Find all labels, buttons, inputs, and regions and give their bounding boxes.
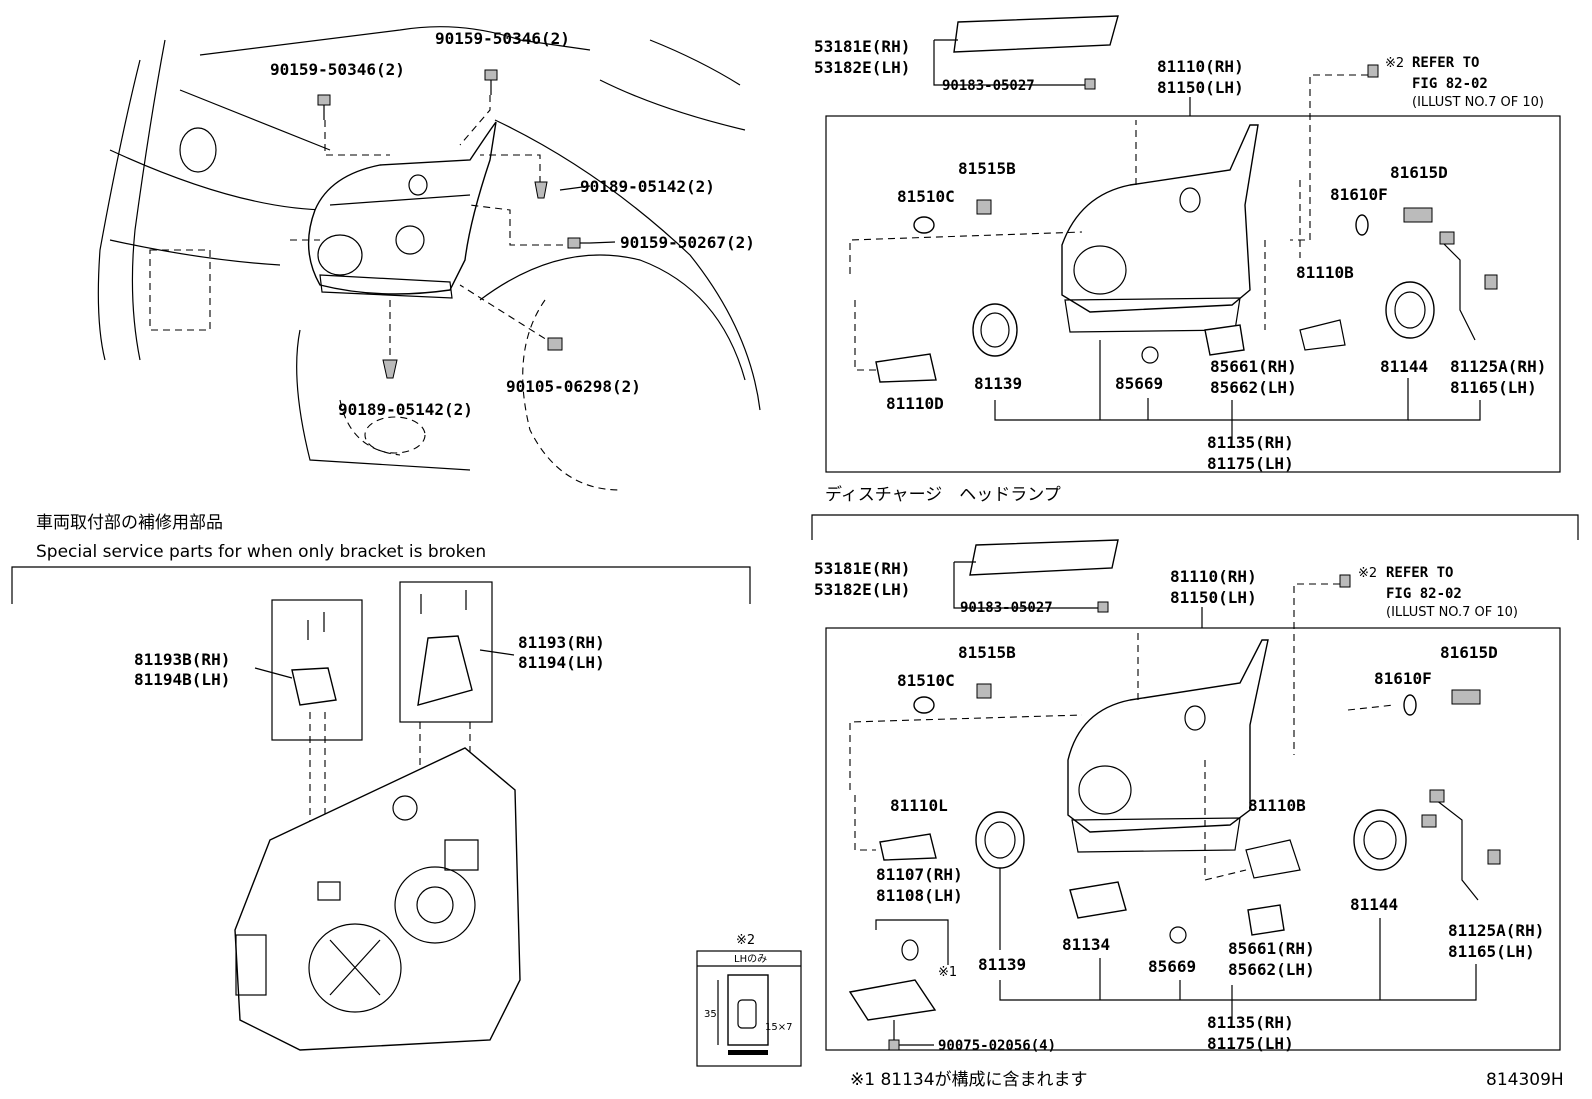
service-parts-section: 車両取付部の補修用部品 Special service parts for wh… — [11, 513, 751, 1051]
part-number: 81110B — [1296, 263, 1354, 282]
assembly-frame — [825, 115, 1561, 473]
part-number: 85669 — [1115, 374, 1163, 393]
headlamp-unit — [1067, 639, 1269, 833]
vehicle-front-view: 90159-50346(2) 90159-50346(2) 90189-0514… — [97, 26, 761, 491]
headlamp-unit — [1061, 124, 1259, 313]
part-number: 81110D — [886, 394, 944, 413]
discharge-headlamp-caption: ディスチャージ ヘッドランプ — [825, 484, 1061, 505]
note-mark: ※1 — [938, 965, 957, 980]
inset-dimension: 35 — [704, 1009, 717, 1020]
part-number: 81150(LH) — [1157, 78, 1244, 97]
part-number: 81144 — [1380, 357, 1428, 376]
part-number: 81110(RH) — [1170, 567, 1257, 586]
clip-icon — [534, 181, 548, 199]
fastener-label: 90159-50267(2) — [620, 233, 755, 252]
part-number: 81194(LH) — [518, 653, 605, 672]
refer-mark: ※2 — [1385, 56, 1404, 71]
part-number: 81175(LH) — [1207, 454, 1294, 473]
refer-text: REFER TO — [1412, 55, 1479, 71]
part-number: 81615D — [1390, 163, 1448, 182]
part-number: 81135(RH) — [1207, 1013, 1294, 1032]
bolt-icon — [484, 69, 498, 95]
trim-part — [953, 15, 1119, 53]
part-number: 81510C — [897, 671, 955, 690]
service-title-en: Special service parts for when only brac… — [36, 542, 486, 562]
part-number: 81194B(LH) — [134, 670, 230, 689]
part-number: 85661(RH) — [1228, 939, 1315, 958]
part-number: 81110L — [890, 796, 948, 815]
part-number: 53181E(RH) — [814, 559, 910, 578]
part-number: 81125A(RH) — [1448, 921, 1544, 940]
part-number: 81165(LH) — [1450, 378, 1537, 397]
fastener-label: 90159-50346(2) — [435, 29, 570, 48]
part-number: 81110B — [1248, 796, 1306, 815]
panel-halogen: 53181E(RH) 53182E(LH) 90183-05027 81110(… — [814, 15, 1561, 473]
refer-mark: ※2 — [1358, 566, 1377, 581]
part-number: 81139 — [974, 374, 1022, 393]
assembly-frame — [825, 627, 1561, 1051]
screw-icon — [888, 1039, 900, 1051]
part-number: 81144 — [1350, 895, 1398, 914]
part-number: 90183-05027 — [942, 78, 1035, 94]
clip-icon — [1339, 574, 1351, 588]
part-number: 85662(LH) — [1228, 960, 1315, 979]
inset-lh-only-label: LHのみ — [734, 954, 767, 965]
part-number: 81610F — [1330, 185, 1388, 204]
service-title-jp: 車両取付部の補修用部品 — [36, 513, 223, 533]
part-number: 81150(LH) — [1170, 588, 1257, 607]
part-number: 81510C — [897, 187, 955, 206]
clip-icon — [1084, 78, 1096, 90]
fastener-label: 90189-05142(2) — [580, 177, 715, 196]
clip-icon — [1367, 64, 1379, 78]
figure-id: 814309H — [1486, 1070, 1564, 1090]
fastener-label: 90159-50346(2) — [270, 60, 405, 79]
part-number: 90183-05027 — [960, 600, 1053, 616]
part-number: 53181E(RH) — [814, 37, 910, 56]
part-number: 53182E(LH) — [814, 580, 910, 599]
refer-text: FIG 82-02 — [1386, 586, 1462, 602]
part-number: 81515B — [958, 159, 1016, 178]
part-number: 81139 — [978, 955, 1026, 974]
part-number: 85669 — [1148, 957, 1196, 976]
clip-icon — [1097, 601, 1109, 613]
inset-dimension: 15×7 — [765, 1022, 792, 1033]
part-number: 81610F — [1374, 669, 1432, 688]
part-number: 81125A(RH) — [1450, 357, 1546, 376]
part-number: 81193(RH) — [518, 633, 605, 652]
part-number: 53182E(LH) — [814, 58, 910, 77]
refer-text: (ILLUST NO.7 OF 10) — [1386, 605, 1518, 620]
part-number: 81107(RH) — [876, 865, 963, 884]
part-number: 81165(LH) — [1448, 942, 1535, 961]
inset-lh-only: ※2 LHのみ 35 15×7 — [696, 933, 802, 1067]
trim-part — [969, 539, 1119, 576]
part-number: 81615D — [1440, 643, 1498, 662]
inset-mark: ※2 — [736, 933, 755, 948]
refer-text: (ILLUST NO.7 OF 10) — [1412, 95, 1544, 110]
bracket-box-left — [271, 599, 363, 741]
bolt-icon — [317, 94, 331, 120]
fastener-label: 90189-05142(2) — [338, 400, 473, 419]
part-number: 81193B(RH) — [134, 650, 230, 669]
part-number: 90075-02056(4) — [938, 1038, 1056, 1054]
part-number: 81515B — [958, 643, 1016, 662]
part-number: 81110(RH) — [1157, 57, 1244, 76]
part-number: 81134 — [1062, 935, 1110, 954]
part-number: 85661(RH) — [1210, 357, 1297, 376]
bolt-icon — [547, 337, 563, 351]
part-number: 81108(LH) — [876, 886, 963, 905]
bolt-icon — [567, 237, 590, 249]
part-number: 81175(LH) — [1207, 1034, 1294, 1053]
clip-icon — [382, 359, 398, 379]
refer-text: FIG 82-02 — [1412, 76, 1488, 92]
footnote: ※1 81134が構成に含まれます — [850, 1070, 1088, 1090]
refer-text: REFER TO — [1386, 565, 1453, 581]
part-number: 85662(LH) — [1210, 378, 1297, 397]
fastener-label: 90105-06298(2) — [506, 377, 641, 396]
panel-discharge: 53181E(RH) 53182E(LH) 90183-05027 81110(… — [814, 539, 1561, 1054]
part-number: 81135(RH) — [1207, 433, 1294, 452]
